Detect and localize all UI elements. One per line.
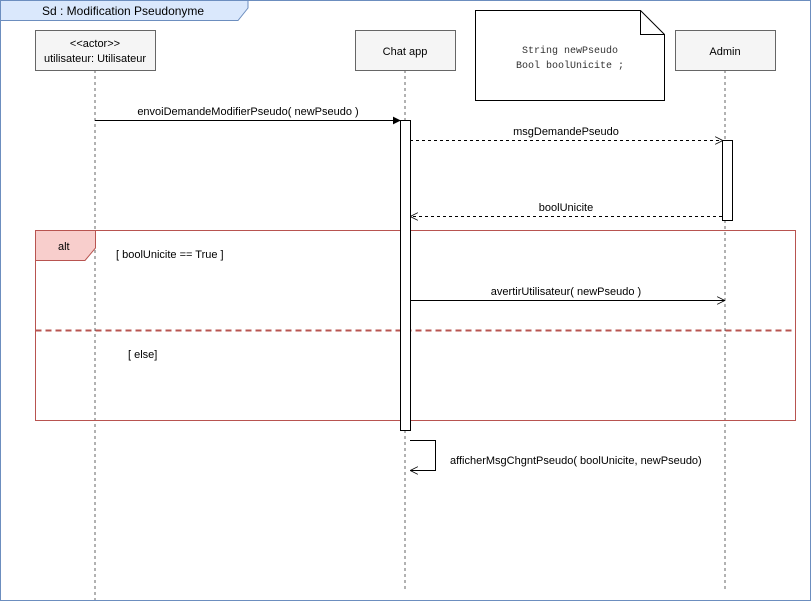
message-avertir-utilisateur-label: avertirUtilisateur( newPseudo ) [491,286,641,298]
note-line-1: String newPseudo [522,45,618,57]
activation-chat [400,120,411,431]
alt-fragment[interactable]: alt [ boolUnicite == True ] [ else] [35,230,796,421]
note[interactable]: String newPseudo Bool boolUnicite ; [475,10,665,101]
frame-title-tab [0,0,249,21]
alt-guard-true: [ boolUnicite == True ] [116,249,224,261]
frame-title: Sd : Modification Pseudonyme [42,4,204,18]
activation-admin [722,140,733,221]
participant-chat-name: Chat app [383,46,428,58]
message-avertir-utilisateur[interactable]: avertirUtilisateur( newPseudo ) [410,286,724,301]
message-demande-pseudo-label: msgDemandePseudo [513,126,619,138]
message-envoi-demande[interactable]: envoiDemandeModifierPseudo( newPseudo ) [95,106,401,125]
participant-user[interactable]: <<actor>> utilisateur: Utilisateur [35,30,156,71]
participant-admin-name: Admin [709,46,740,58]
message-afficher-msg[interactable]: afficherMsgChgntPseudo( boolUnicite, new… [410,440,702,471]
alt-label: alt [58,241,70,253]
participant-chat-app[interactable]: Chat app [355,30,456,71]
participant-user-name: utilisateur: Utilisateur [44,53,146,65]
participant-user-stereotype: <<actor>> [70,38,120,50]
message-envoi-demande-label: envoiDemandeModifierPseudo( newPseudo ) [137,106,358,118]
participant-admin[interactable]: Admin [675,30,776,71]
note-line-2: Bool boolUnicite ; [516,60,624,72]
message-bool-unicite-label: boolUnicite [539,202,593,214]
alt-guard-else: [ else] [128,349,157,361]
message-demande-pseudo[interactable]: msgDemandePseudo [410,126,722,141]
message-bool-unicite[interactable]: boolUnicite [411,202,722,217]
message-afficher-msg-label: afficherMsgChgntPseudo( boolUnicite, new… [450,455,702,467]
